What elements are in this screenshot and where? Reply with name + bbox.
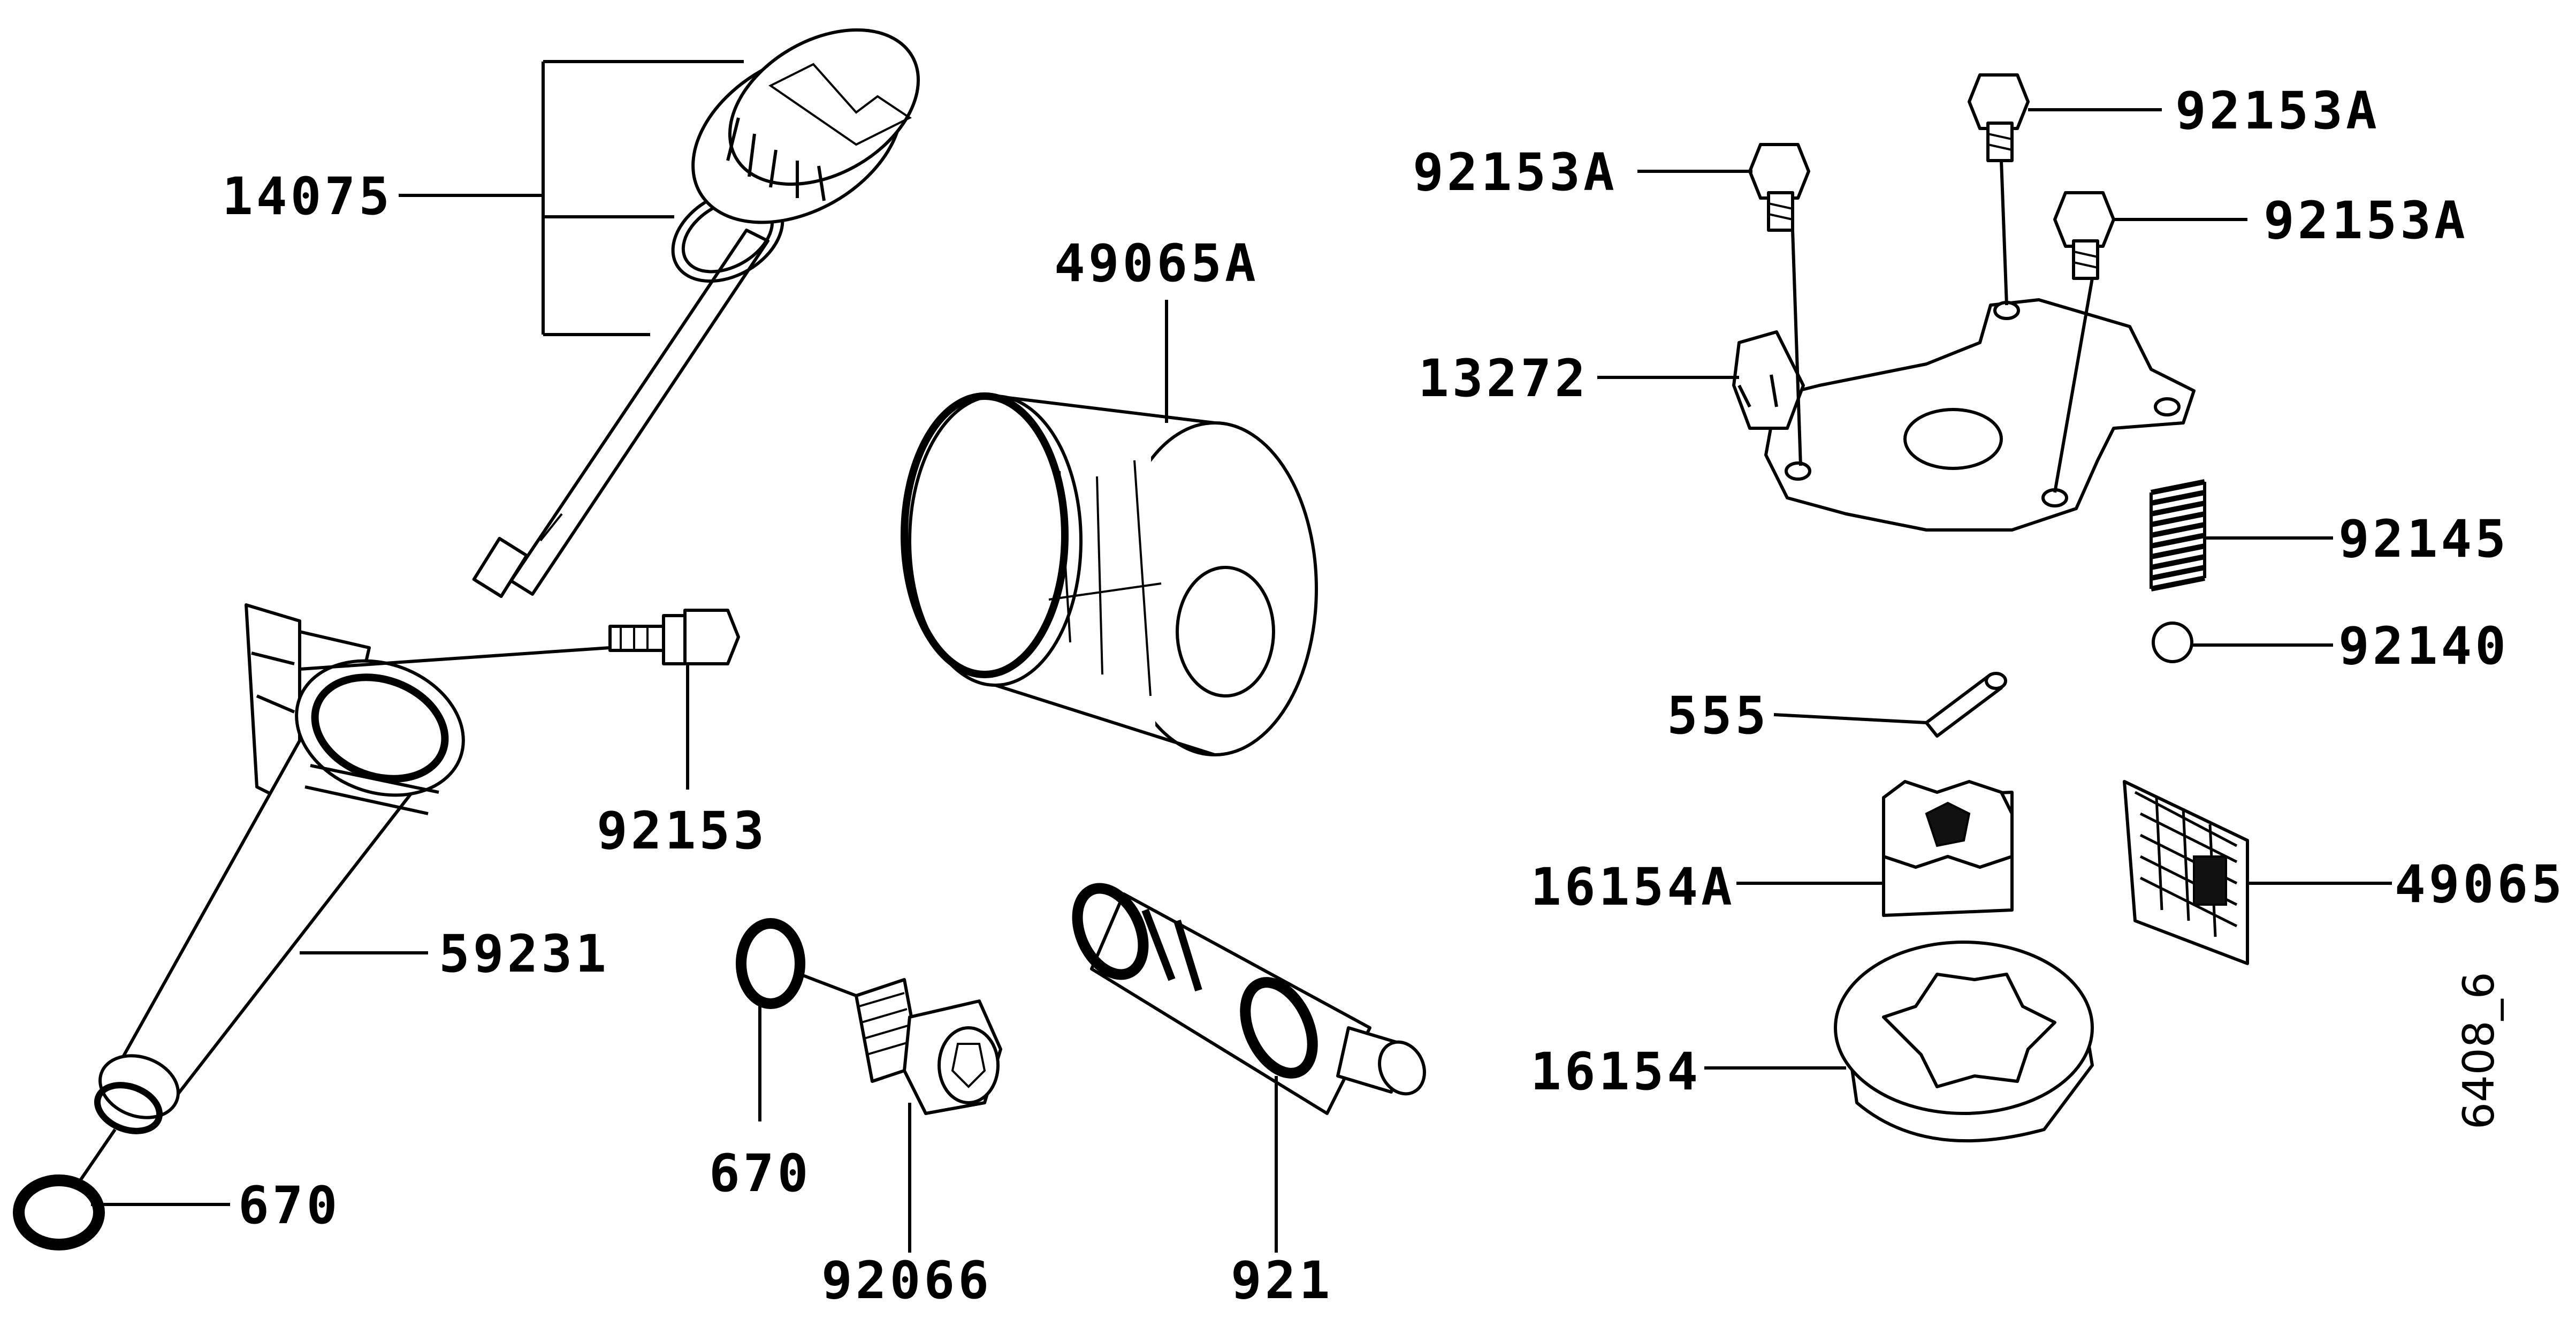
label-555: 555 xyxy=(1667,686,1769,746)
bolt-part-left xyxy=(1748,143,1810,232)
label-92140: 92140 xyxy=(2338,616,2509,676)
oil-filter-part xyxy=(901,392,1318,756)
label-14075: 14075 xyxy=(222,166,393,226)
o-ring-part-bottom xyxy=(13,1174,105,1250)
label-16154: 16154 xyxy=(1530,1042,1701,1102)
pump-cover-plate-part xyxy=(1732,160,2196,532)
pin-part xyxy=(1925,672,2007,738)
pump-shaft-part xyxy=(1072,883,1426,1115)
label-92145: 92145 xyxy=(2338,509,2509,569)
label-49065: 49065 xyxy=(2395,854,2565,914)
label-16154a: 16154A xyxy=(1530,857,1735,917)
label-92153a-top: 92153A xyxy=(2175,81,2380,141)
filler-tube-part xyxy=(94,603,465,1134)
bolt-part-top xyxy=(1968,73,2030,162)
bolt-part-right xyxy=(2053,191,2115,280)
inner-rotor-part xyxy=(1882,780,2014,917)
check-ball-part xyxy=(2152,621,2193,663)
leader-14075 xyxy=(399,60,744,336)
leader-555 xyxy=(1773,713,1927,724)
label-92153: 92153 xyxy=(597,801,767,861)
o-ring-part-mid xyxy=(736,918,805,1009)
diagram-id-code: 6408_6 xyxy=(2454,972,2504,1130)
leader-filler-to-oring xyxy=(79,1128,117,1181)
label-921: 921 xyxy=(1231,1250,1333,1310)
leader-oring-to-plug xyxy=(799,973,857,997)
filter-screen-part xyxy=(2123,780,2249,965)
label-13272: 13272 xyxy=(1418,348,1589,408)
spring-part xyxy=(2150,479,2206,592)
leader-92153-tube xyxy=(299,646,611,671)
dipstick-assembly-part xyxy=(472,28,920,598)
label-59231: 59231 xyxy=(439,924,609,984)
label-92153a-right: 92153A xyxy=(2263,191,2468,251)
label-670-bottom: 670 xyxy=(238,1176,340,1235)
label-670-mid: 670 xyxy=(709,1143,811,1203)
drain-plug-part xyxy=(855,978,1002,1115)
label-92066: 92066 xyxy=(821,1250,992,1310)
outer-rotor-part xyxy=(1834,941,2094,1143)
label-49065a: 49065A xyxy=(1054,233,1259,293)
label-92153a-left: 92153A xyxy=(1413,142,1618,202)
tube-bolt-part xyxy=(608,609,740,665)
